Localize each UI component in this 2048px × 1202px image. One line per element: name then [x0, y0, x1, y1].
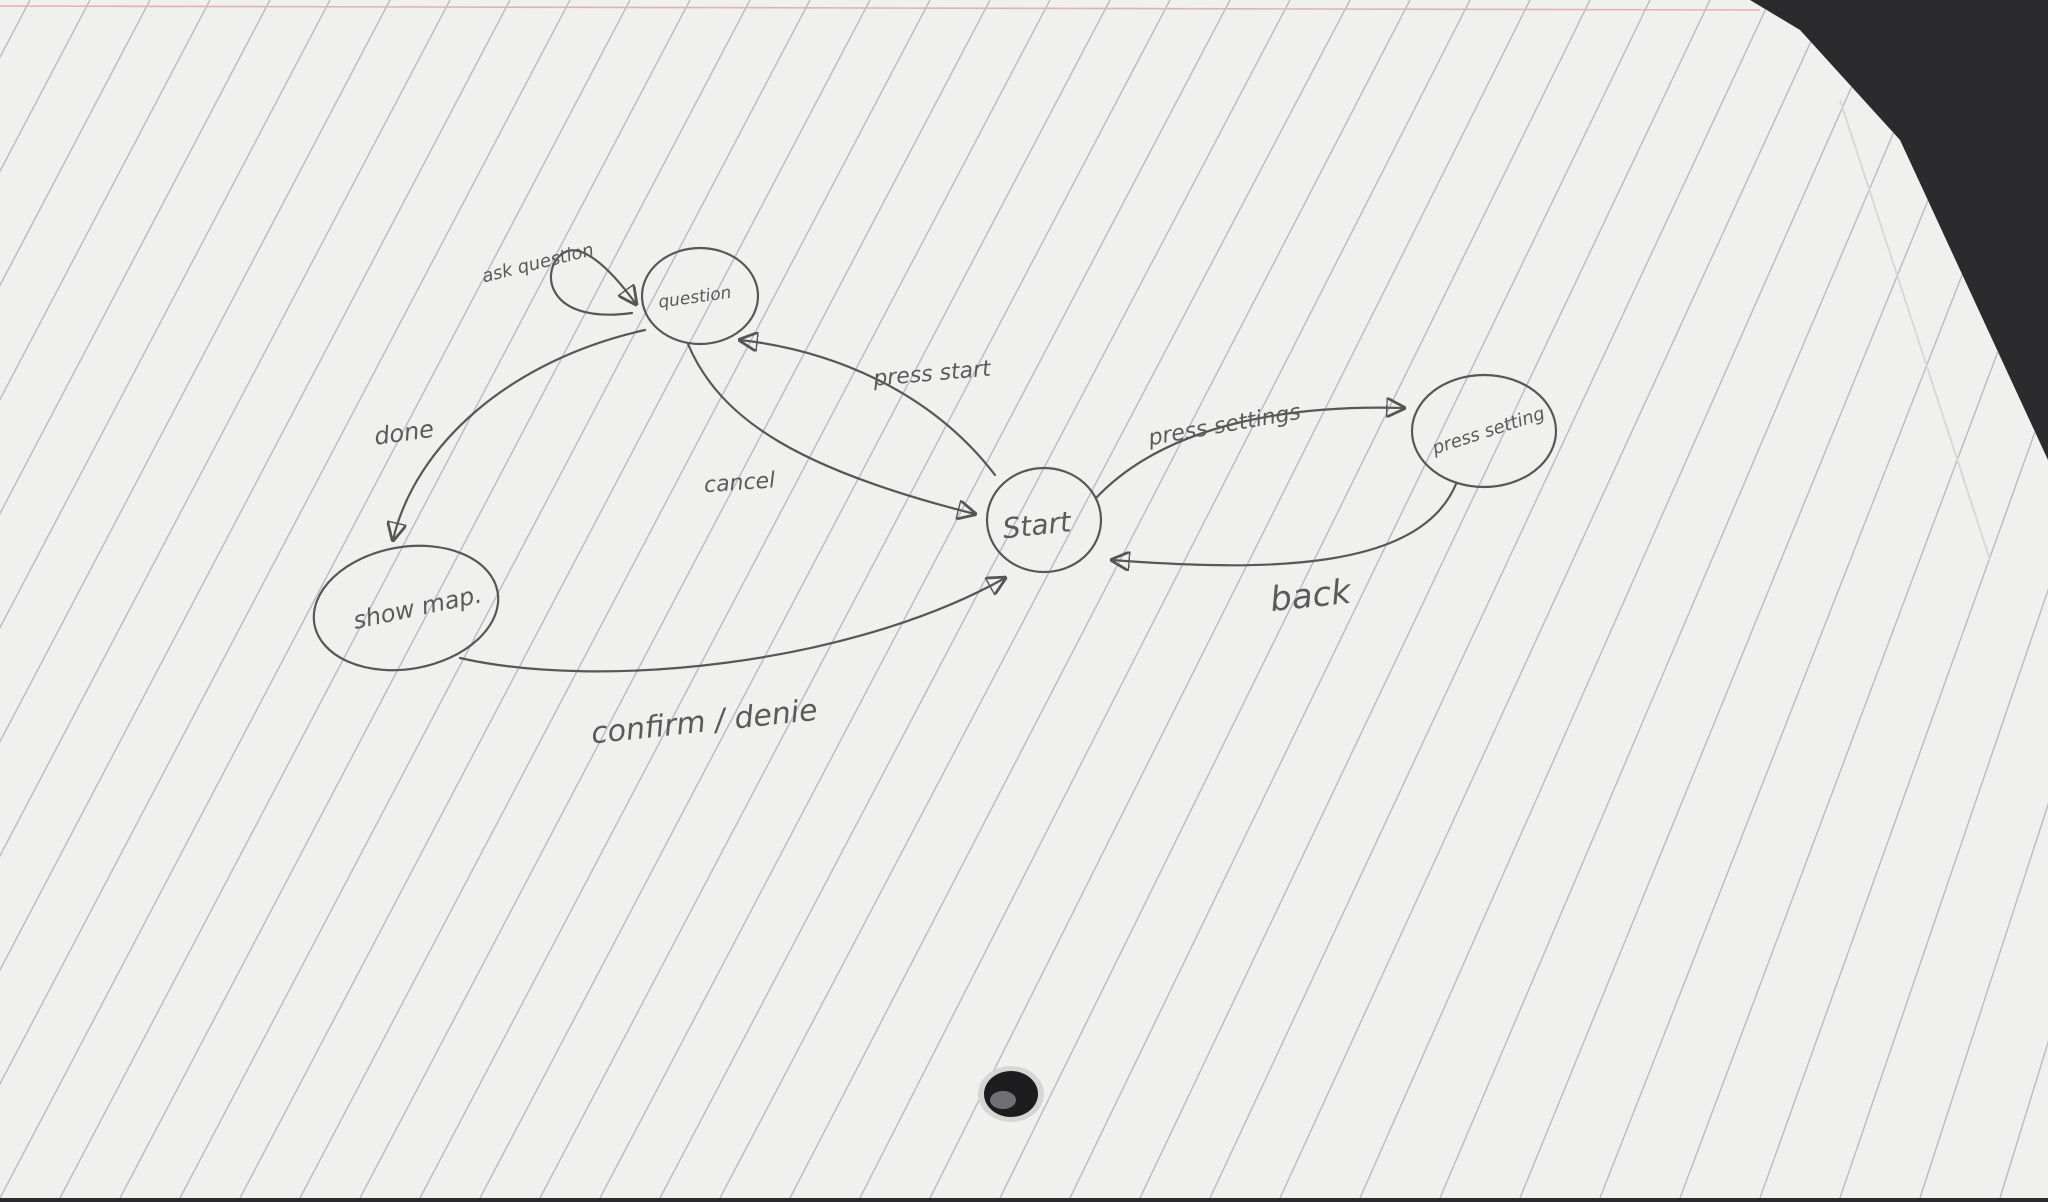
- state-show-map-circle: [312, 544, 500, 672]
- state-start-circle: [985, 466, 1103, 574]
- state-diagram: [312, 246, 1558, 673]
- transition-confirm-denie-arrow: [458, 578, 1005, 673]
- transition-back-arrow: [1112, 482, 1458, 565]
- transition-ask-question-arrow: [549, 249, 636, 316]
- transition-press-start-arrow: [740, 340, 997, 477]
- transition-press-settings-arrow: [1094, 408, 1404, 500]
- transition-back-label: back: [1268, 572, 1354, 620]
- transition-cancel-arrow: [686, 342, 975, 514]
- transition-done-arrow: [393, 328, 647, 540]
- state-press-setting-circle: [1410, 373, 1558, 489]
- paper-fold: [1839, 99, 1991, 561]
- state-start-label: Start: [1001, 505, 1073, 545]
- punched-hole: [978, 1066, 1044, 1122]
- transition-cancel-label: cancel: [703, 468, 776, 498]
- margin-line: [0, 5, 1761, 11]
- state-question-circle: [640, 246, 760, 346]
